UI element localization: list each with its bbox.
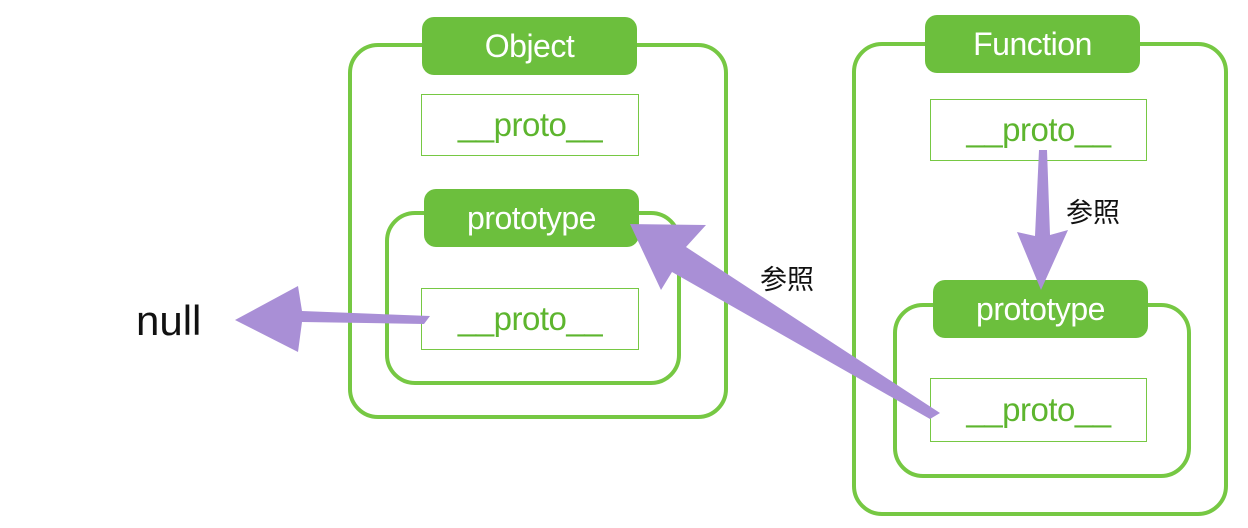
function-prototype-proto-field: __proto__ (930, 378, 1147, 442)
reference-label-diagonal: 参照 (760, 265, 814, 296)
object-proto-field: __proto__ (421, 94, 639, 156)
object-prototype-proto-field: __proto__ (421, 288, 639, 350)
null-label: null (136, 297, 202, 344)
function-proto-field: __proto__ (930, 99, 1147, 161)
function-title: Function (925, 15, 1140, 73)
object-title: Object (422, 17, 637, 75)
reference-label-vertical: 参照 (1066, 198, 1120, 229)
object-prototype-title: prototype (424, 189, 639, 247)
function-prototype-title: prototype (933, 280, 1148, 338)
